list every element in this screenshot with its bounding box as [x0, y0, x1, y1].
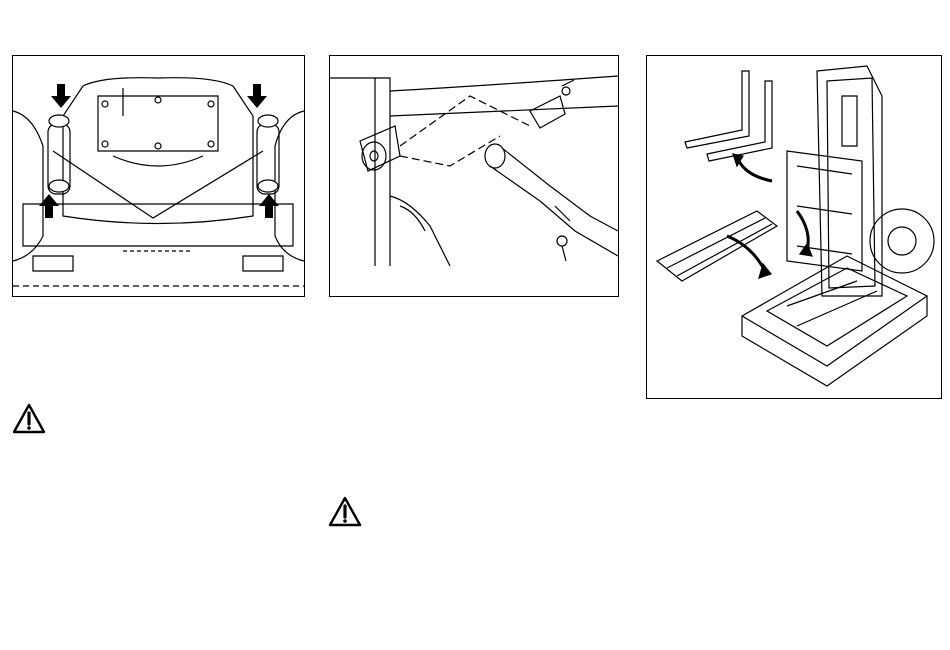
warning-triangle-icon	[12, 403, 46, 435]
figure-tilt-cylinder	[329, 55, 619, 297]
figure-mast-disassembly	[646, 55, 942, 399]
figure-mast-mounting	[12, 55, 305, 297]
mast-disassembly-on-pallet-illustration	[647, 56, 941, 398]
mast-mounting-bolts-illustration	[13, 56, 304, 296]
warning-triangle-icon	[328, 496, 362, 528]
tilt-cylinder-pin-illustration	[330, 56, 618, 296]
